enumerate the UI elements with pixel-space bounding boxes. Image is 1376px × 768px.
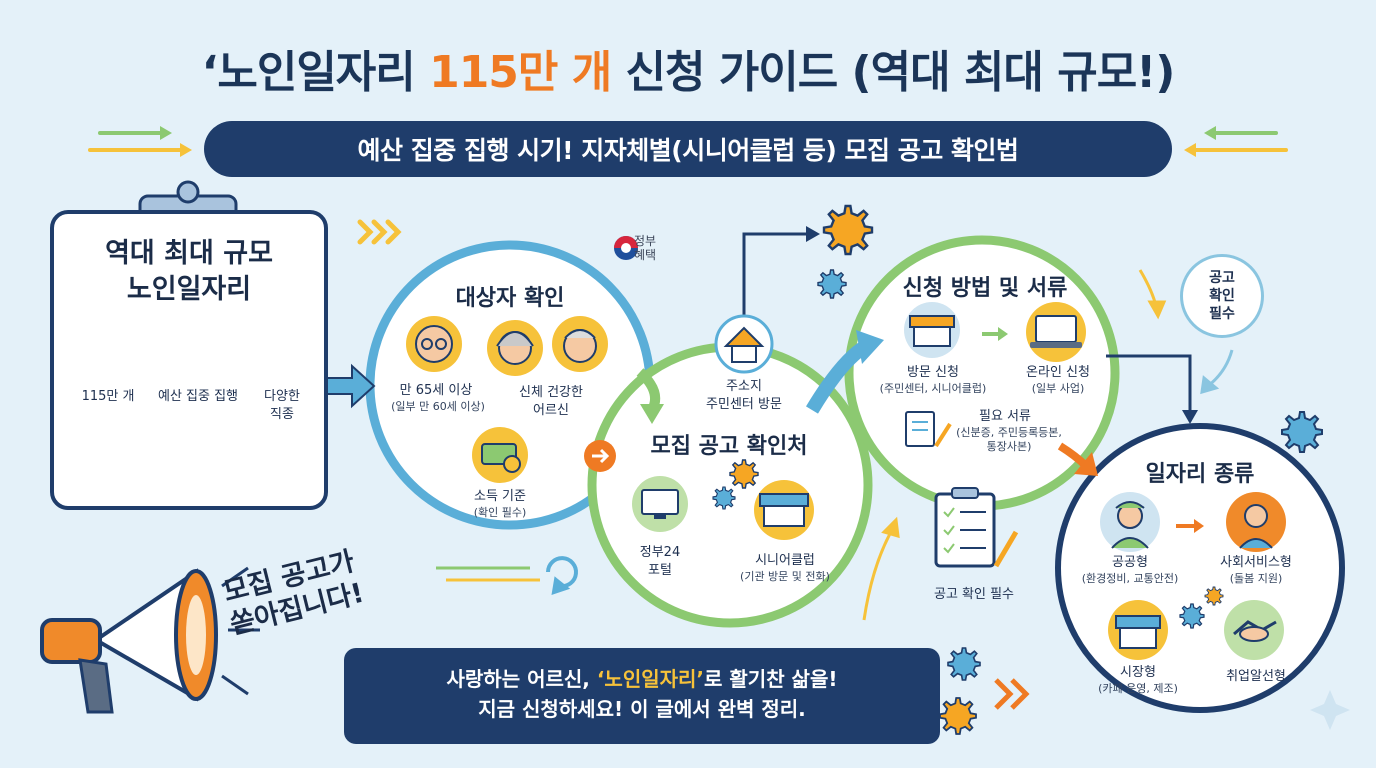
public-worker-icon: [1100, 492, 1160, 552]
house-label: 주소지 주민센터 방문: [706, 379, 782, 412]
portal-label: 정부24 포털: [639, 545, 681, 578]
banner-line1-highlight: ‘노인일자리’: [596, 667, 705, 691]
side-badge: 공고 확인 필수: [1180, 254, 1264, 338]
flow-arrow-apply-to-jobs: [1106, 354, 1198, 424]
title-highlight: 115만 개: [429, 47, 612, 98]
docs-note: (신분증, 주민등록등본, 통장사본): [956, 426, 1062, 453]
club-label: 시니어클럽: [755, 553, 815, 568]
sparkle-icon: [1310, 690, 1350, 730]
employ-label: 취업알선형: [1226, 669, 1286, 684]
megaphone-icon: [40, 566, 260, 714]
page-title: ‘노인일자리 115만 개 신청 가이드 (역대 최대 규모!): [0, 36, 1376, 100]
visit-note: (주민센터, 시니어클럽): [879, 382, 987, 395]
public-note: (환경정비, 교통안전): [1081, 572, 1179, 585]
gov-emblem-icon: [614, 236, 638, 260]
senior-woman-icon: [487, 320, 543, 376]
board-title: 역대 최대 규모 노인일자리: [54, 236, 324, 308]
house-icon: [714, 314, 774, 374]
title-prefix: ‘노인일자리: [201, 47, 430, 98]
cash-icon: [472, 427, 528, 483]
market-note: (카페 운영, 제조): [1098, 682, 1178, 695]
income-note: (확인 필수): [473, 506, 527, 519]
board-item-label: 115만 개: [81, 389, 135, 404]
handshake-icon: [1224, 600, 1284, 660]
left-decor-arrows: [88, 126, 192, 157]
social-note: (돌봄 지원): [1229, 572, 1283, 585]
double-chevron-icon: [994, 678, 1030, 710]
flow-arrow-target-to-notice: [636, 368, 664, 424]
store-visit-icon: [904, 302, 960, 358]
gov-badge-line2: 혜택: [634, 248, 657, 262]
jobs-heading: 일자리 종류: [1145, 462, 1255, 487]
gov-badge-line1: 정부: [634, 234, 657, 248]
gov-badge: 정부 혜택: [634, 234, 656, 262]
target-heading: 대상자 확인: [455, 286, 565, 311]
online-label: 온라인 신청: [1026, 365, 1090, 380]
banner-line2: 지금 신청하세요! 이 글에서 완벽 정리.: [478, 697, 806, 721]
flow-arrow-badge: [1200, 349, 1234, 395]
market-label: 시장형: [1120, 665, 1156, 680]
title-suffix: 신청 가이드 (역대 최대 규모!): [611, 47, 1176, 98]
age-label: 만 65세 이상: [399, 383, 473, 398]
board-item-label: 다양한 직종: [264, 389, 300, 422]
senior-man-smile-icon: [552, 316, 608, 372]
decor-arc-arrow: [436, 269, 1167, 621]
arrow-right-icon: [982, 327, 1008, 341]
public-label: 공공형: [1112, 555, 1148, 570]
board-item-label: 예산 집중 집행: [157, 389, 239, 404]
subtitle-banner: 예산 집중 집행 시기! 지자체별(시니어클럽 등) 모집 공고 확인법: [204, 121, 1172, 177]
care-worker-icon: [1226, 492, 1286, 552]
notice-heading: 모집 공고 확인처: [650, 434, 808, 459]
health-label: 신체 건강한 어르신: [519, 385, 583, 418]
visit-label: 방문 신청: [907, 365, 959, 380]
computer-icon: [632, 476, 688, 532]
online-note: (일부 사업): [1031, 382, 1085, 395]
banner-line1-suffix: 로 활기찬 삶을!: [704, 667, 838, 691]
apply-heading: 신청 방법 및 서류: [902, 276, 1068, 301]
income-label: 소득 기준: [474, 489, 526, 504]
board-title-line2: 노인일자리: [126, 274, 252, 305]
age-note: (일부 만 60세 이상): [391, 400, 485, 413]
refresh-icon: [546, 556, 578, 595]
bottom-banner: 사랑하는 어르신, ‘노인일자리’로 활기찬 삶을! 지금 신청하세요! 이 글…: [344, 648, 940, 744]
docs-label: 필요 서류: [979, 409, 1031, 424]
clipboard-checklist-icon: [934, 487, 1019, 568]
senior-man-icon: [406, 316, 462, 372]
club-note: (기관 방문 및 전화): [740, 570, 830, 583]
laptop-icon: [1026, 302, 1086, 362]
clipboard-label: 공고 확인 필수: [933, 587, 1015, 602]
right-decor-arrows: [1184, 126, 1288, 157]
flow-arrow-docs-to-jobs: [1057, 442, 1098, 476]
board-title-line1: 역대 최대 규모: [105, 238, 273, 269]
social-label: 사회서비스형: [1220, 555, 1292, 570]
banner-line1: 사랑하는 어르신, ‘노인일자리’로 활기찬 삶을!: [344, 664, 940, 694]
senior-club-store-icon: [754, 480, 814, 540]
orange-arrow-icon: [584, 440, 616, 472]
document-pen-icon: [905, 411, 952, 448]
market-store-icon: [1108, 600, 1168, 660]
arrow-right-icon: [1176, 519, 1204, 533]
flow-arrow-up-to-gear: [742, 226, 820, 320]
flow-arrow-notice-to-apply: [805, 330, 884, 414]
banner-line1-prefix: 사랑하는 어르신,: [446, 667, 597, 691]
chevron-decor-icon: [357, 219, 402, 245]
info-board: 역대 최대 규모 노인일자리 115만 개 예산 집중 집행 다양한 직종: [50, 210, 328, 510]
